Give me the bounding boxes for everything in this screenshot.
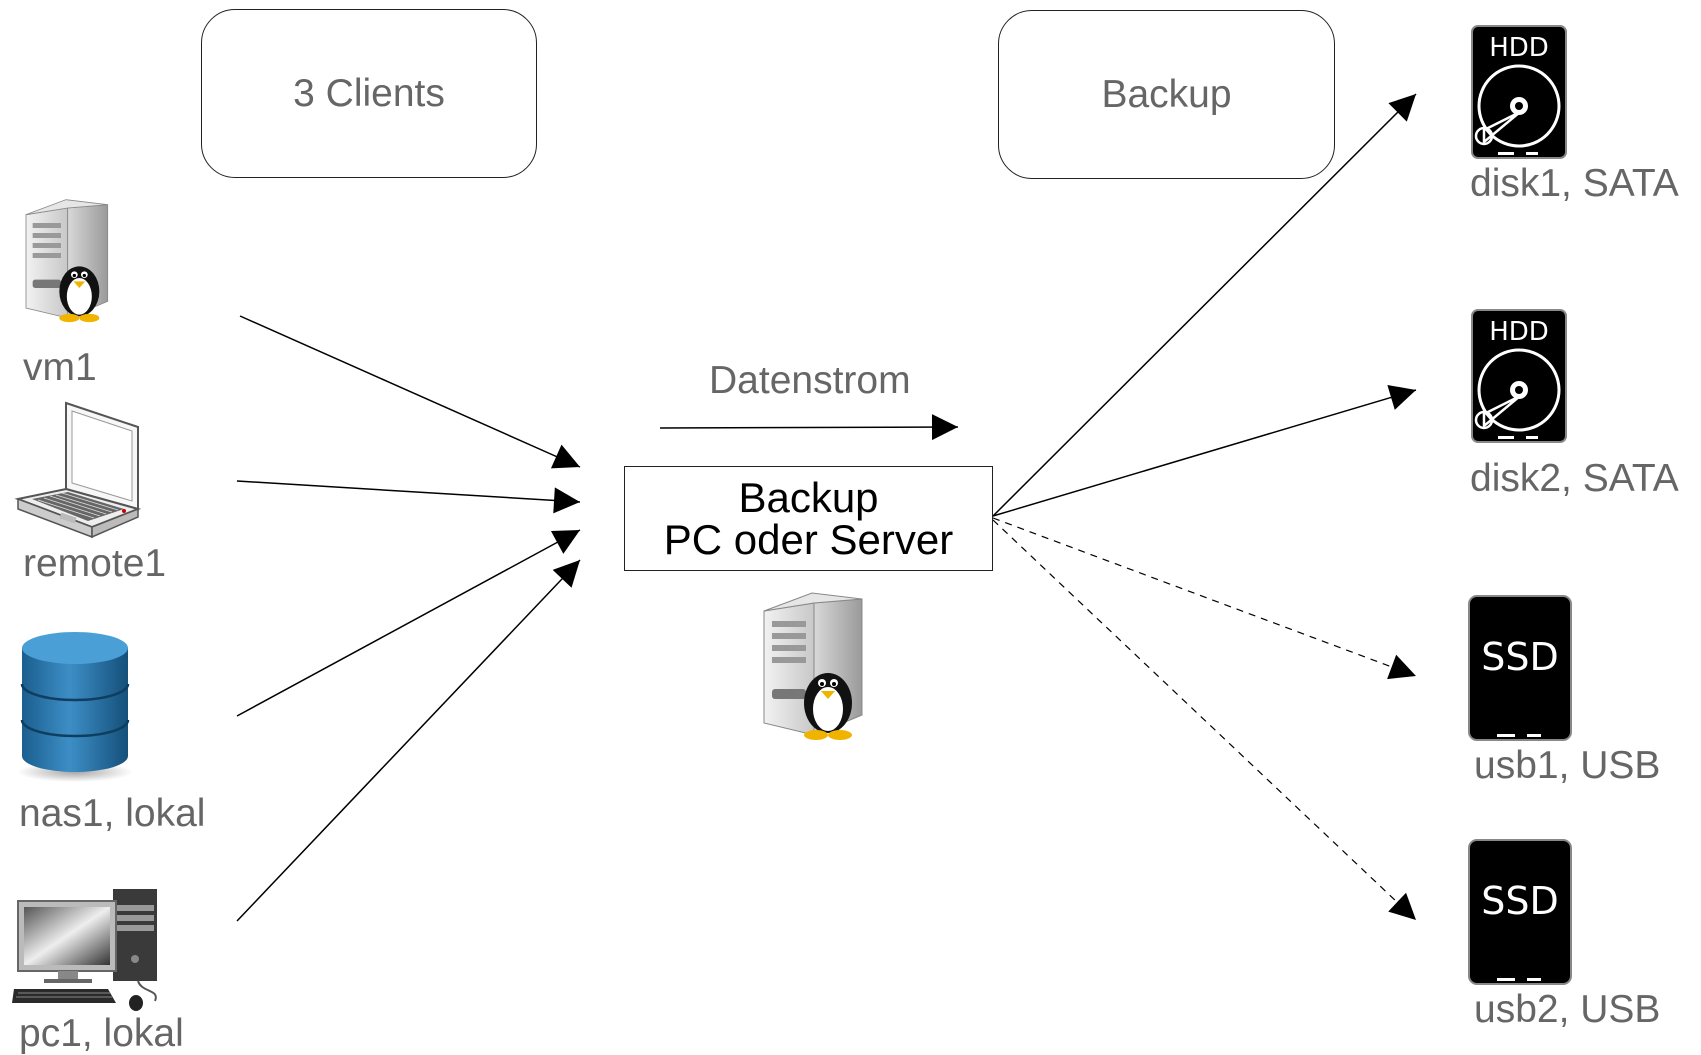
clients-group-title: 3 Clients xyxy=(293,71,445,115)
client-label-remote1: remote1 xyxy=(23,542,167,585)
server-line2: PC oder Server xyxy=(663,515,954,563)
ssd-badge: SSD xyxy=(1481,879,1559,923)
arrow-server-to-disk1 xyxy=(992,93,1417,517)
hdd-icon: HDD xyxy=(1471,25,1567,159)
backup-group-title: Backup xyxy=(1101,72,1232,116)
ssd-badge: SSD xyxy=(1481,635,1559,679)
client-label-vm1: vm1 xyxy=(23,346,97,389)
arrow-server-to-disk2 xyxy=(992,384,1417,517)
backup-group-box: Backup xyxy=(998,10,1335,179)
server-line1: Backup xyxy=(738,473,879,521)
clients-group-box: 3 Clients xyxy=(201,9,537,178)
hdd-badge: HDD xyxy=(1489,317,1549,347)
laptop-icon xyxy=(14,401,142,539)
flow-label: Datenstrom xyxy=(709,359,911,402)
target-label-usb2: usb2, USB xyxy=(1474,988,1661,1031)
arrow-pc1-to-server xyxy=(236,559,581,922)
arrow-nas1-to-server xyxy=(236,529,581,717)
linux-server-icon xyxy=(25,199,109,323)
target-label-disk2: disk2, SATA xyxy=(1470,457,1679,500)
arrow-vm1-to-server xyxy=(239,315,581,469)
ssd-icon: SSD xyxy=(1468,839,1572,985)
ssd-icon: SSD xyxy=(1468,595,1572,741)
client-label-nas1: nas1, lokal xyxy=(19,792,206,835)
backup-server-box: Backup PC oder Server xyxy=(624,466,993,571)
hdd-badge: HDD xyxy=(1489,33,1549,63)
client-label-pc1: pc1, lokal xyxy=(19,1012,184,1055)
target-label-disk1: disk1, SATA xyxy=(1470,162,1679,205)
linux-server-icon xyxy=(763,592,863,740)
hdd-icon: HDD xyxy=(1471,309,1567,443)
arrow-remote1-to-server xyxy=(236,480,581,514)
database-icon xyxy=(17,632,133,782)
desktop-pc-icon xyxy=(12,889,157,1011)
target-label-usb1: usb1, USB xyxy=(1474,744,1661,787)
arrow-server-to-usb1 xyxy=(992,517,1417,680)
arrow-server-to-usb2 xyxy=(992,519,1417,921)
arrow-datenstrom xyxy=(659,414,959,441)
